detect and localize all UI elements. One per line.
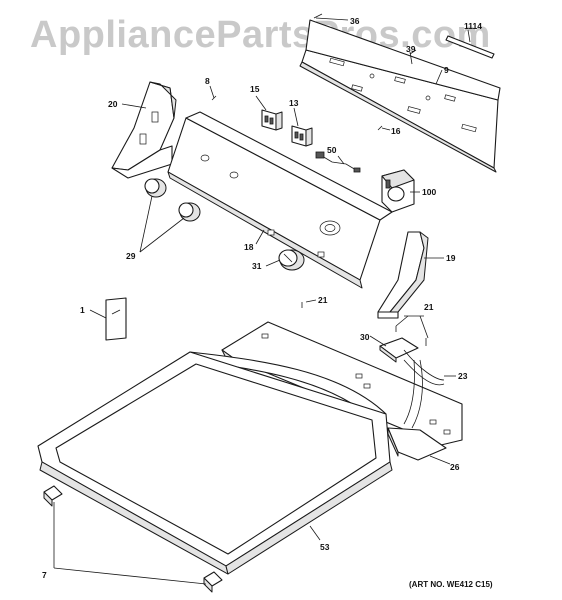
wire-harness-50 xyxy=(315,151,361,173)
callout-100: 100 xyxy=(422,187,436,197)
callout-50: 50 xyxy=(327,145,337,155)
callout-31: 31 xyxy=(252,261,262,271)
timer-100 xyxy=(381,169,415,213)
part-1-tag xyxy=(105,297,127,341)
callout-labels: 36 1114 39 9 8 20 15 13 16 50 100 29 18 … xyxy=(42,16,482,580)
control-bracket-right xyxy=(377,231,429,319)
wire-bundle-23 xyxy=(403,349,445,429)
callout-13: 13 xyxy=(289,98,299,108)
callout-18: 18 xyxy=(244,242,254,252)
knob-31 xyxy=(278,249,305,271)
switch-13 xyxy=(291,125,313,147)
callout-30: 30 xyxy=(360,332,370,342)
control-bracket-left xyxy=(111,81,177,179)
callout-21-upper: 21 xyxy=(318,295,328,305)
bracket-26 xyxy=(387,427,447,461)
callout-20: 20 xyxy=(108,99,118,109)
callout-1: 1 xyxy=(80,305,85,315)
callout-9: 9 xyxy=(444,65,449,75)
main-top-53 xyxy=(37,351,393,575)
foot-7-left xyxy=(43,485,63,507)
control-panel-backsplash xyxy=(167,111,393,289)
switch-15 xyxy=(261,109,283,131)
callout-39: 39 xyxy=(406,44,416,54)
screw-21-right xyxy=(395,326,427,346)
callout-7: 7 xyxy=(42,570,47,580)
screw-16 xyxy=(377,125,383,131)
knob-29-upper xyxy=(144,178,167,198)
watermark: AppliancePartsPros.com xyxy=(30,14,491,56)
callout-26: 26 xyxy=(450,462,460,472)
part-1114 xyxy=(445,35,495,59)
callout-53: 53 xyxy=(320,542,330,552)
callout-21-lower: 21 xyxy=(424,302,434,312)
callout-16: 16 xyxy=(391,126,401,136)
callout-29: 29 xyxy=(126,251,136,261)
foot-7-right xyxy=(203,571,223,593)
callout-36: 36 xyxy=(350,16,360,26)
knob-29-lower xyxy=(178,202,201,222)
callout-1114: 1114 xyxy=(464,21,482,31)
callout-8: 8 xyxy=(205,76,210,86)
callout-23: 23 xyxy=(458,371,468,381)
leader-lines xyxy=(53,17,471,585)
callout-15: 15 xyxy=(250,84,260,94)
back-panel xyxy=(299,13,501,173)
block-30 xyxy=(379,337,419,363)
art-number: (ART NO. WE412 C15) xyxy=(409,580,493,589)
callout-19: 19 xyxy=(446,253,456,263)
